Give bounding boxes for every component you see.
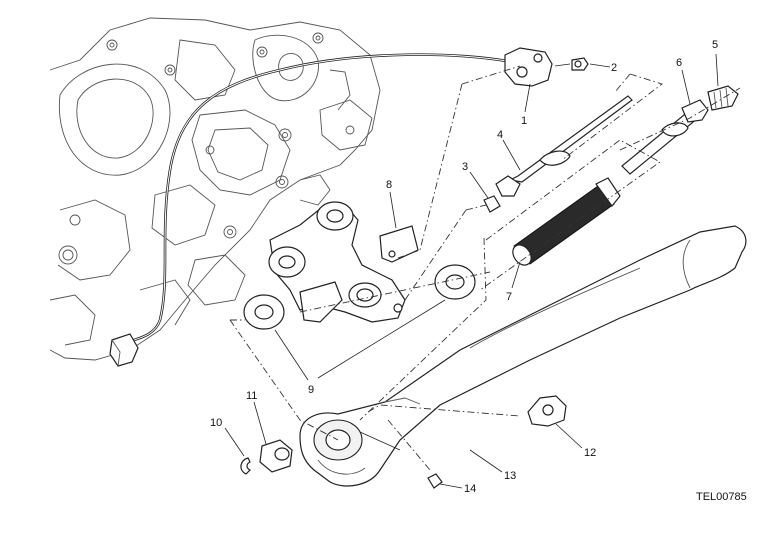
part-7-spring: [511, 177, 621, 289]
callout-7: 7: [506, 291, 512, 303]
part-2-bolt: [554, 57, 611, 71]
sensor-cable: [109, 53, 513, 367]
part-5-plug: [707, 53, 739, 111]
part-8-tab: [379, 191, 419, 263]
part-4-rod: [495, 95, 633, 197]
part-3-screw: [469, 171, 501, 213]
drawing-code: TEL00785: [696, 491, 747, 503]
callout-11: 11: [246, 390, 257, 402]
callout-labels: 1 2 3 4 5 6 7 8 9 10 11 12 13 14: [210, 39, 718, 495]
callout-13: 13: [504, 470, 516, 482]
callout-9: 9: [308, 384, 314, 396]
callout-3: 3: [462, 161, 468, 173]
part-10-circlip: [224, 427, 252, 475]
part-1-sensor-bracket: [504, 47, 553, 113]
sidestand-bracket: [268, 201, 406, 323]
callout-8: 8: [386, 179, 392, 191]
callout-12: 12: [584, 447, 596, 459]
callout-14: 14: [464, 483, 476, 495]
part-9-washers: [243, 264, 476, 381]
part-6-rod: [621, 69, 709, 175]
assembly-guide-lines: [229, 65, 741, 471]
callout-6: 6: [676, 57, 682, 69]
engine-casing: [49, 17, 381, 361]
callout-1: 1: [521, 115, 527, 127]
callout-4: 4: [497, 129, 503, 141]
part-14-pin: [427, 473, 463, 489]
callout-2: 2: [611, 62, 617, 74]
part-11-nut: [253, 401, 293, 473]
cable-connector: [109, 333, 139, 367]
part-12-bolt: [527, 395, 583, 449]
callout-5: 5: [712, 39, 718, 51]
callout-10: 10: [210, 417, 222, 429]
